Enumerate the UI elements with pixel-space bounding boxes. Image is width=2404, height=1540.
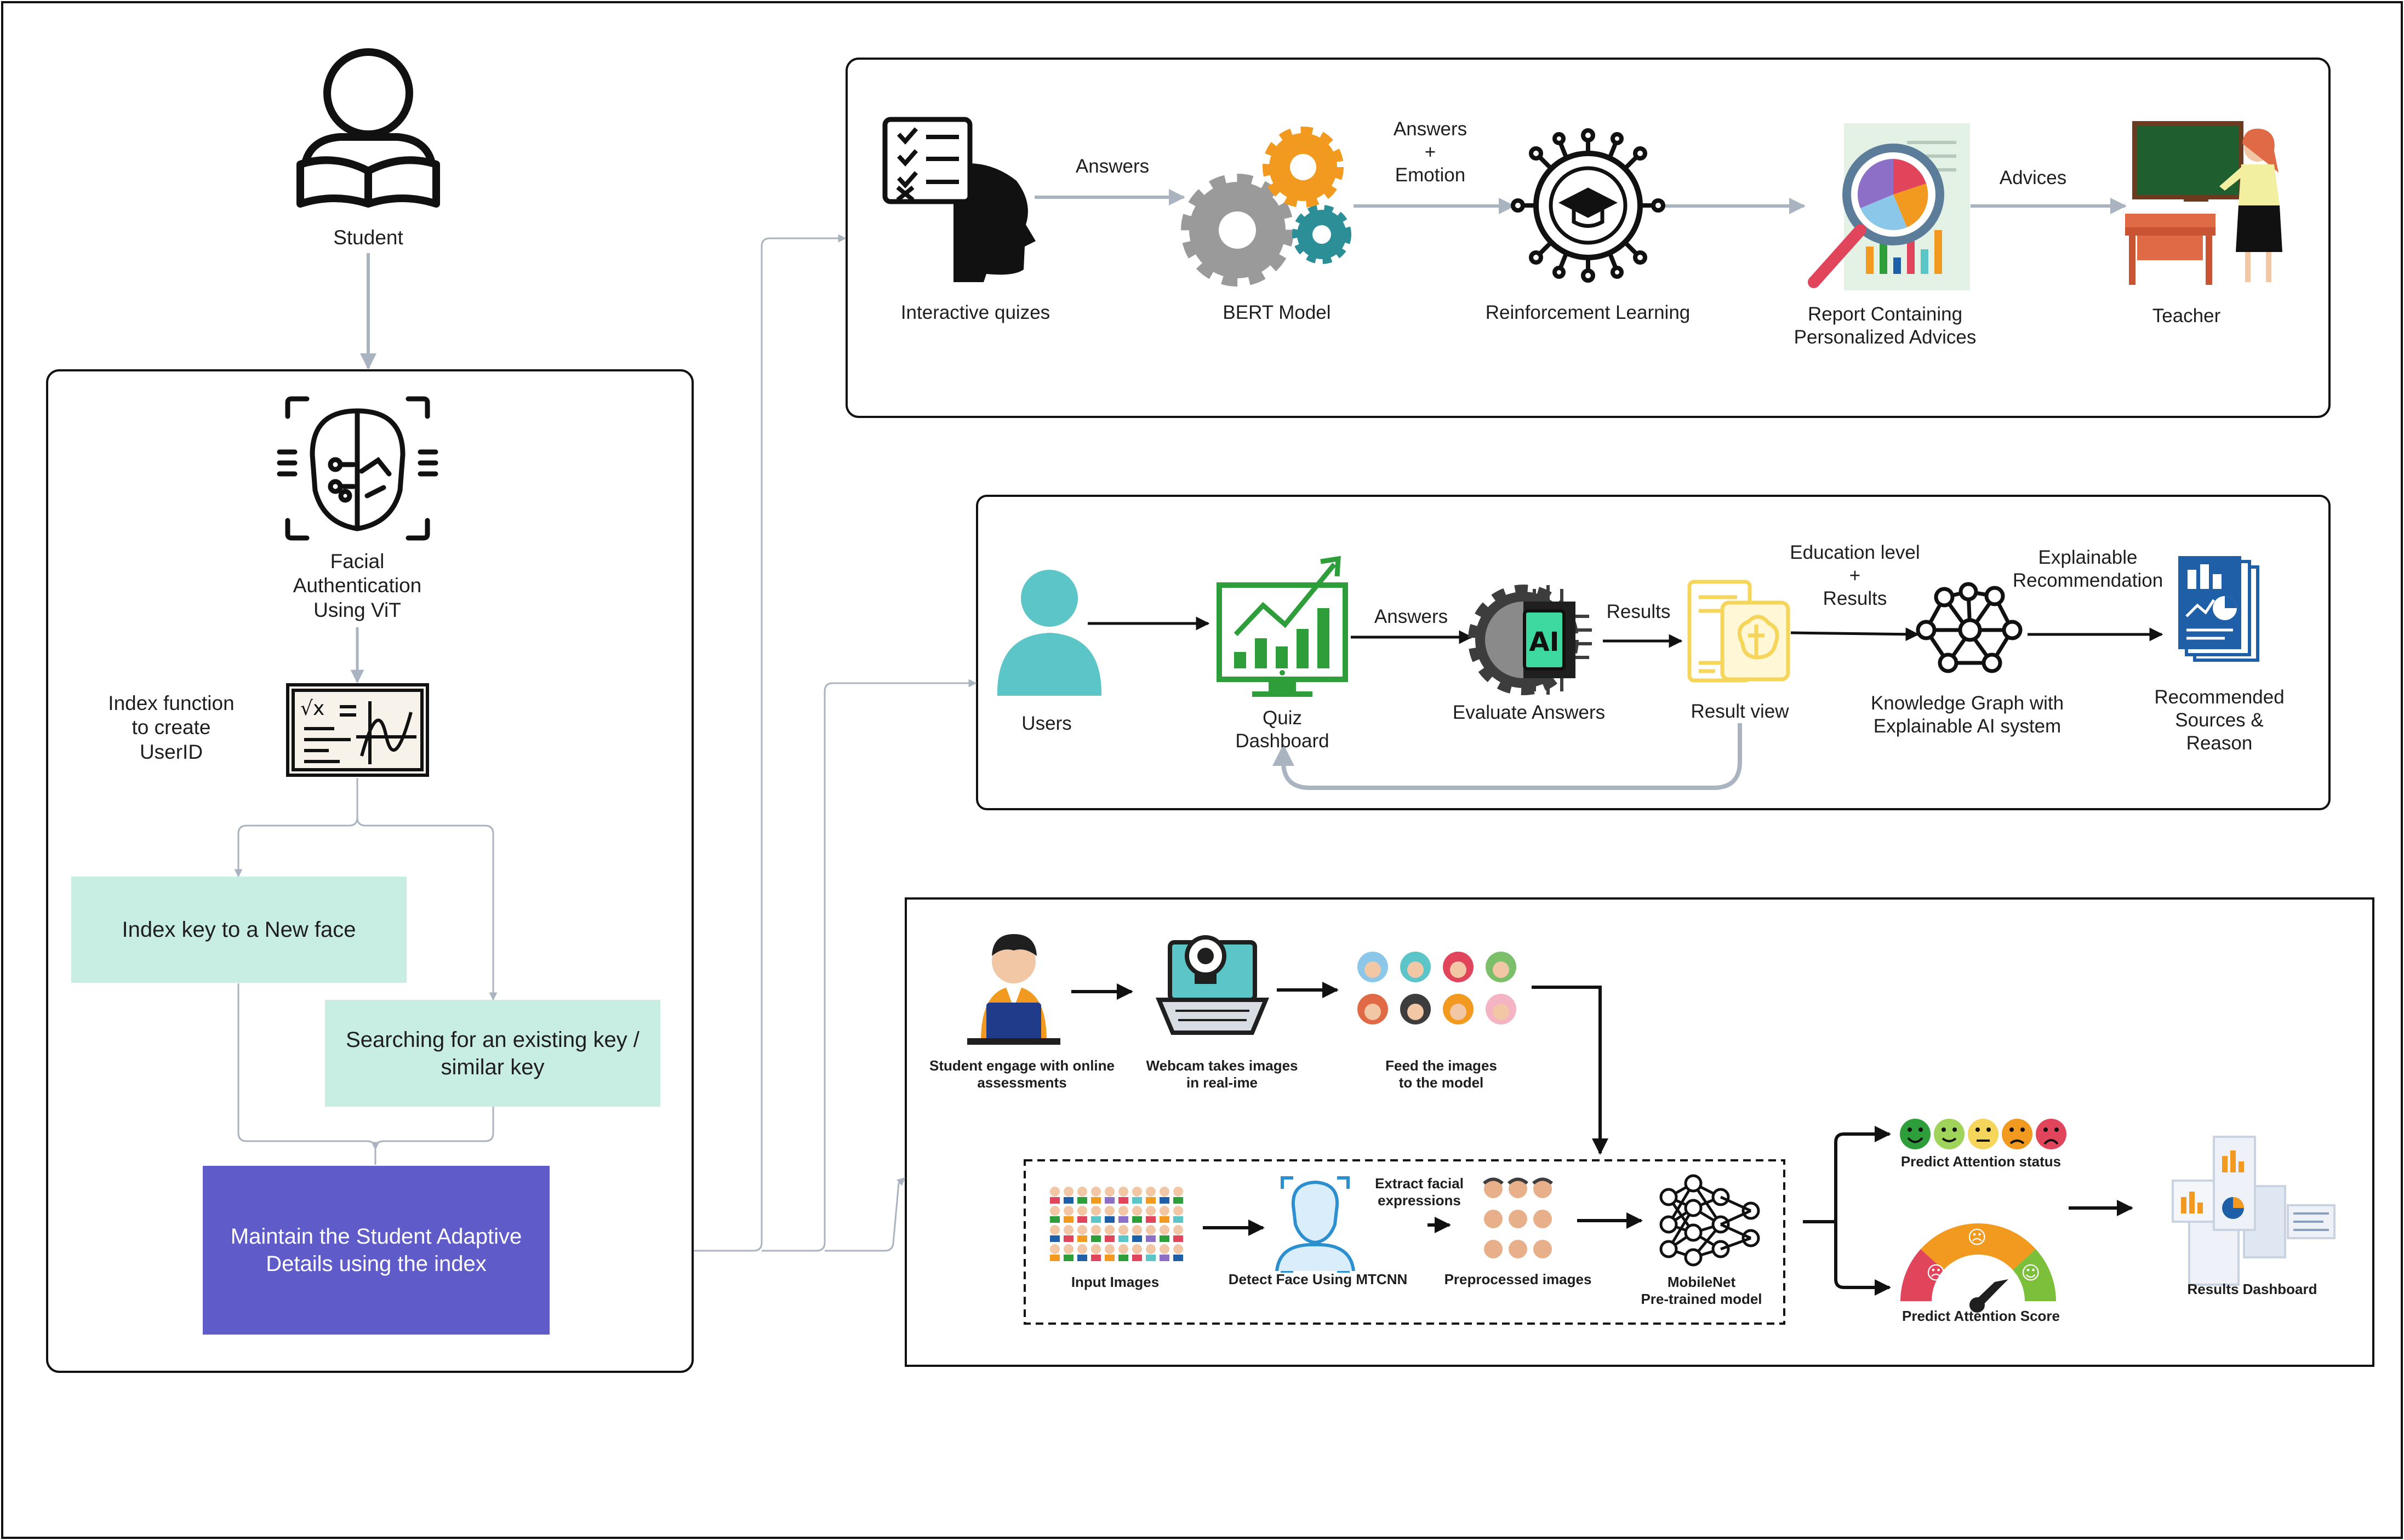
arrow-fork-to-outputs [1803,1132,1889,1287]
existing-key-box: Searching for an existing key / similar … [325,1000,660,1107]
svg-text:√x: √x [300,697,324,720]
bottom-panel [905,897,2374,1367]
results-dashboard-label: Results Dashboard [2187,1281,2317,1297]
attention-score-label: Predict Attention Score [1902,1308,2060,1324]
new-face-box: Index key to a New face [71,877,407,983]
connector-merge [237,983,494,1165]
evaluate-ai-chip-icon: AI [1468,585,1592,695]
result-view-label: Result view [1691,701,1789,722]
left-panel [46,369,694,1373]
result-view-document-icon [1687,580,1790,683]
connector-index-split [237,778,493,1000]
ai-chip-text: AI [1529,627,1559,657]
interactive-quiz-label: Interactive quizes [900,302,1050,323]
interactive-quiz-head-icon [882,117,1036,282]
webcam-laptop-icon [1156,935,1269,1035]
users-label: Users [1021,713,1072,734]
reinforcement-learning-icon [1511,128,1665,283]
model-pipeline-box [1024,1159,1785,1325]
input-images-label: Input Images [1071,1274,1160,1290]
math-board-icon: √x [286,683,429,777]
attention-emoji-row-icon [1900,1119,2066,1149]
explainable-recommendation-label: Explainable Recommendation [2012,547,2163,591]
knowledge-graph-label: Knowledge Graph with Explainable AI syst… [1870,692,2064,737]
report-magnifier-icon [1808,123,1970,290]
report-label: Report Containing Personalized Advices [1794,304,1977,348]
input-images-crowd-icon [1050,1187,1183,1261]
results-dashboard-icon [2172,1136,2336,1286]
preprocessed-faces-icon [1483,1177,1553,1258]
facial-authentication-label: Facial Authentication Using ViT [293,550,422,621]
results-label: Results [1606,601,1671,622]
preprocessed-images-label: Preprocessed images [1444,1271,1592,1287]
quiz-dashboard-monitor-icon [1217,556,1348,697]
evaluate-answers-label: Evaluate Answers [1452,702,1606,723]
arrow-result-to-kg [1790,627,1920,642]
connector-to-top-panel [694,234,847,1252]
middle-panel [976,495,2331,810]
face-scan-icon [277,396,438,541]
recommended-docs-icon [2178,556,2259,662]
quiz-dashboard-label: Quiz Dashboard [1235,707,1329,752]
feed-images-label: Feed the images to the model [1385,1057,1497,1091]
reinforcement-learning-label: Reinforcement Learning [1485,302,1691,323]
face-avatars-icon [1357,952,1516,1024]
attention-status-label: Predict Attention status [1900,1153,2062,1170]
arrow-feed-to-model [1532,986,1608,1155]
teacher-label: Teacher [2152,305,2221,327]
student-reading-icon [296,48,440,208]
detect-face-label: Detect Face Using MTCNN [1228,1271,1408,1287]
mobilenet-network-icon [1659,1174,1760,1267]
student-laptop-icon [967,934,1060,1045]
knowledge-graph-icon [1916,582,2023,673]
teacher-icon [2125,121,2282,285]
index-function-label: Index function to create UserID [108,692,235,763]
connector-to-middle-panel [762,679,977,1252]
user-person-icon [997,570,1102,696]
advices-label: Advices [1999,167,2067,188]
bert-model-label: BERT Model [1223,302,1331,323]
svg-text:☺: ☺ [2021,1262,2040,1284]
answers-label-middle: Answers [1374,606,1448,627]
attention-gauge-icon: ☹ ☹ ☺ [1900,1223,2056,1313]
education-level-label: Education level + Results [1790,542,1920,609]
extract-expressions-label: Extract facial expressions [1375,1175,1464,1209]
recommended-sources-label: Recommended Sources & Reason [2154,686,2285,754]
svg-text:☹: ☹ [1967,1227,1986,1249]
top-panel [846,58,2331,418]
svg-text:☹: ☹ [1926,1262,1945,1284]
detect-face-scan-icon [1275,1176,1355,1273]
webcam-label: Webcam takes images in real-ime [1146,1057,1298,1091]
answers-emotion-label: Answers + Emotion [1393,118,1467,186]
feedback-result-to-quiz [1272,723,1742,790]
connector-to-bottom-panel [825,1177,906,1252]
student-engage-label: Student engage with online assessments [929,1057,1115,1091]
answers-label-top: Answers [1075,156,1150,177]
student-label: Student [333,226,403,249]
maintain-details-box: Maintain the Student Adaptive Details us… [203,1166,550,1335]
mobilenet-label: MobileNet Pre-trained model [1641,1274,1762,1308]
bert-gears-icon [1181,127,1351,287]
